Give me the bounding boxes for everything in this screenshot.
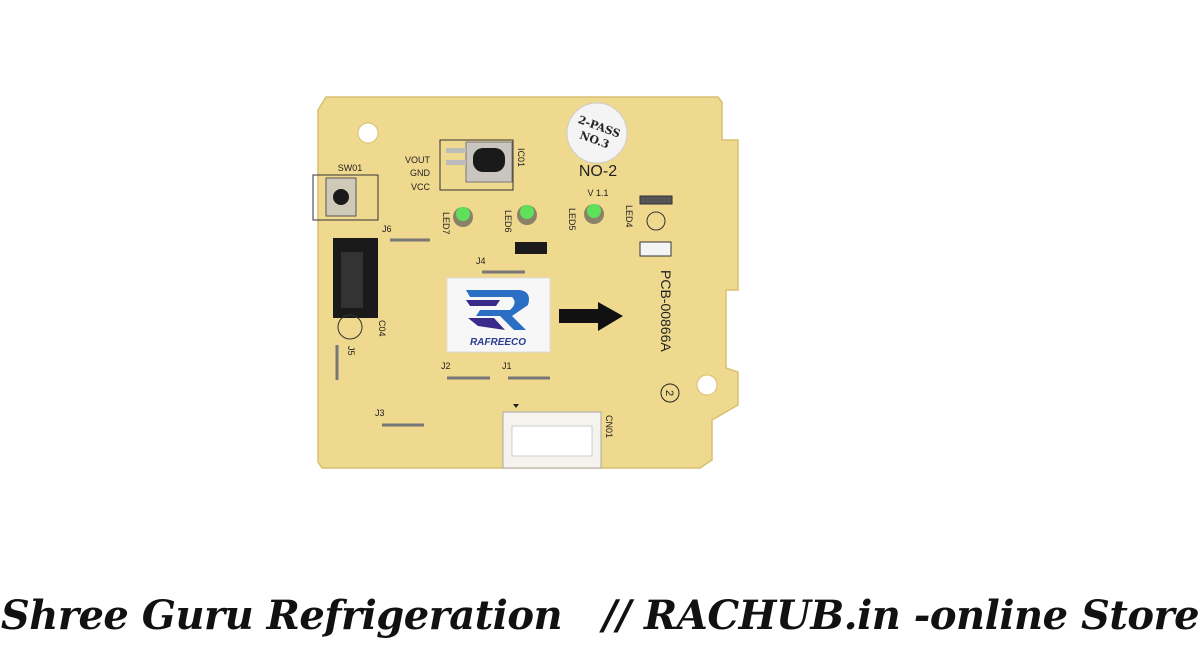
led-label: LED5: [567, 208, 577, 231]
led: [584, 204, 604, 224]
led-label: LED7: [441, 212, 451, 235]
capacitor-label: C04: [377, 320, 387, 337]
connector: [502, 404, 602, 469]
connector-label: CN01: [604, 415, 614, 438]
pin-label: VOUT: [405, 155, 431, 165]
led: [517, 205, 537, 225]
pin-label: GND: [410, 168, 431, 178]
switch-label: SW01: [338, 163, 363, 173]
jumper-label: J1: [502, 361, 512, 371]
pin-label: VCC: [411, 182, 431, 192]
part-number-label: PCB-00866A: [658, 270, 674, 352]
circle-mark: 2: [663, 390, 675, 396]
led-label: LED4: [624, 205, 634, 228]
ir-receiver: [439, 139, 514, 191]
mounting-hole: [357, 122, 379, 144]
caption: Shree Guru Refrigeration // RACHUB.in -o…: [0, 592, 1200, 639]
board-no-label: NO-2: [579, 163, 617, 180]
tactile-switch: [312, 174, 379, 221]
led-label: LED6: [503, 210, 513, 233]
version-label: V 1.1: [587, 188, 608, 198]
jumper-label: J3: [375, 408, 385, 418]
jumper-label: J6: [382, 224, 392, 234]
led: [453, 207, 473, 227]
caption-website: // RACHUB.in -online Store: [602, 592, 1200, 639]
jumper-wires: [335, 238, 550, 427]
logo-text: RAFREECO: [470, 337, 526, 348]
jumper-label: J4: [476, 256, 486, 266]
mounting-hole: [696, 374, 718, 396]
ic-label: IC01: [516, 148, 526, 167]
capacitor: [333, 238, 378, 340]
rafreeco-logo-sticker: RAFREECO: [446, 277, 551, 353]
jumper-label: J2: [441, 361, 451, 371]
pass-sticker: [566, 102, 628, 164]
jumper-label: J5: [346, 346, 356, 356]
caption-store-name: Shree Guru Refrigeration: [0, 592, 563, 639]
arrow-right-icon: [559, 302, 623, 331]
